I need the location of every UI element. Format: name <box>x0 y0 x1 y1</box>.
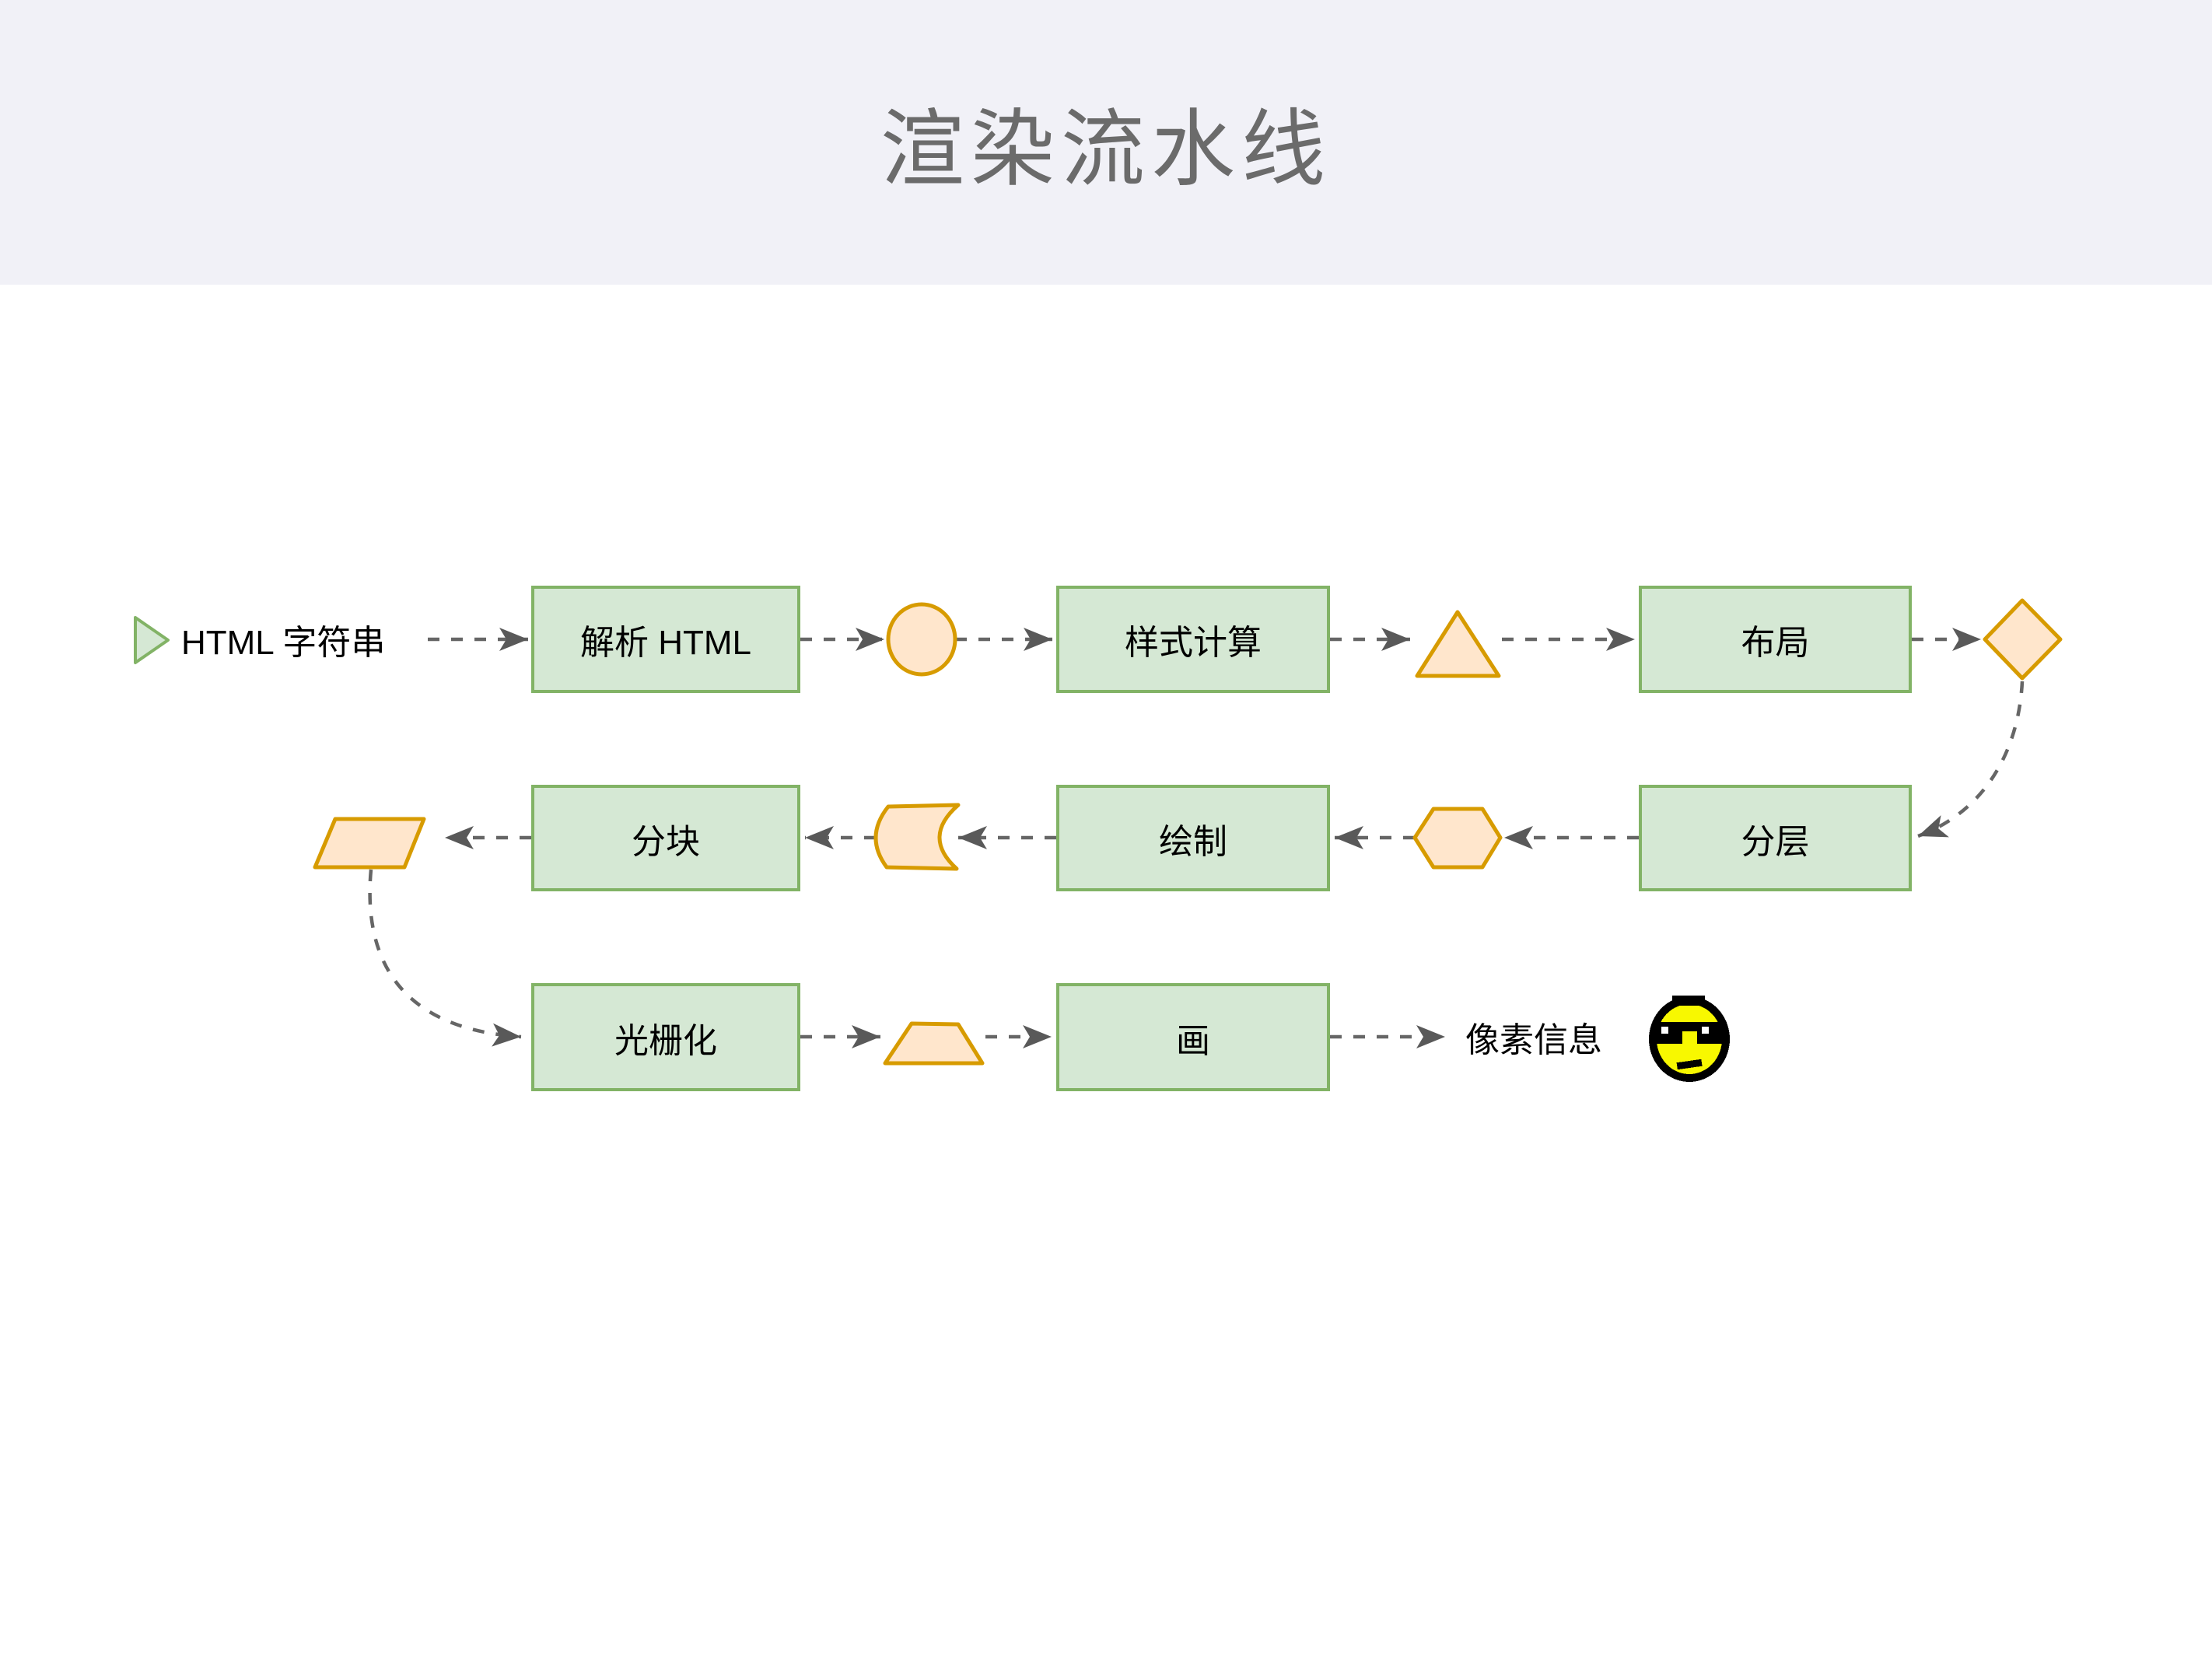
node-paint: 绘制 <box>1056 785 1330 891</box>
node-draw: 画 <box>1056 983 1330 1091</box>
connector-group <box>368 628 2025 1048</box>
trapezoid-connector-icon <box>883 1021 985 1066</box>
triangle-connector-icon <box>1415 610 1501 678</box>
parallelogram-connector-icon <box>313 817 426 870</box>
node-label: 分层 <box>1741 822 1810 861</box>
hexagon-connector-icon <box>1412 807 1503 870</box>
output-label: 像素信息 <box>1465 1021 1602 1059</box>
node-layer: 分层 <box>1639 785 1912 891</box>
circle-connector-icon <box>886 602 957 677</box>
node-label: 布局 <box>1741 624 1810 662</box>
node-label: 画 <box>1176 1021 1210 1060</box>
node-label: 样式计算 <box>1125 624 1262 662</box>
node-parse-html: 解析 HTML <box>531 586 800 693</box>
curve-diamond-to-layer <box>1917 681 2025 838</box>
node-label: 解析 HTML <box>580 624 751 662</box>
curve-parallelogram-to-raster <box>368 869 522 1047</box>
node-style-calc: 样式计算 <box>1056 586 1330 693</box>
diamond-connector-icon <box>1983 598 2063 681</box>
node-label: 分块 <box>632 822 700 861</box>
connector-shape-group <box>313 598 2063 1066</box>
play-triangle-icon <box>134 616 170 664</box>
node-raster: 光栅化 <box>531 983 800 1091</box>
cool-smiley-icon <box>1649 996 1730 1082</box>
node-tiling: 分块 <box>531 785 800 891</box>
page-title: 渲染流水线 <box>880 104 1332 197</box>
node-label: 绘制 <box>1159 822 1227 861</box>
header-band: 渲染流水线 <box>0 0 2212 285</box>
node-label: 光栅化 <box>614 1021 717 1060</box>
node-layout: 布局 <box>1639 586 1912 693</box>
curved-tape-connector-icon <box>873 803 961 871</box>
input-label: HTML 字符串 <box>181 624 386 662</box>
